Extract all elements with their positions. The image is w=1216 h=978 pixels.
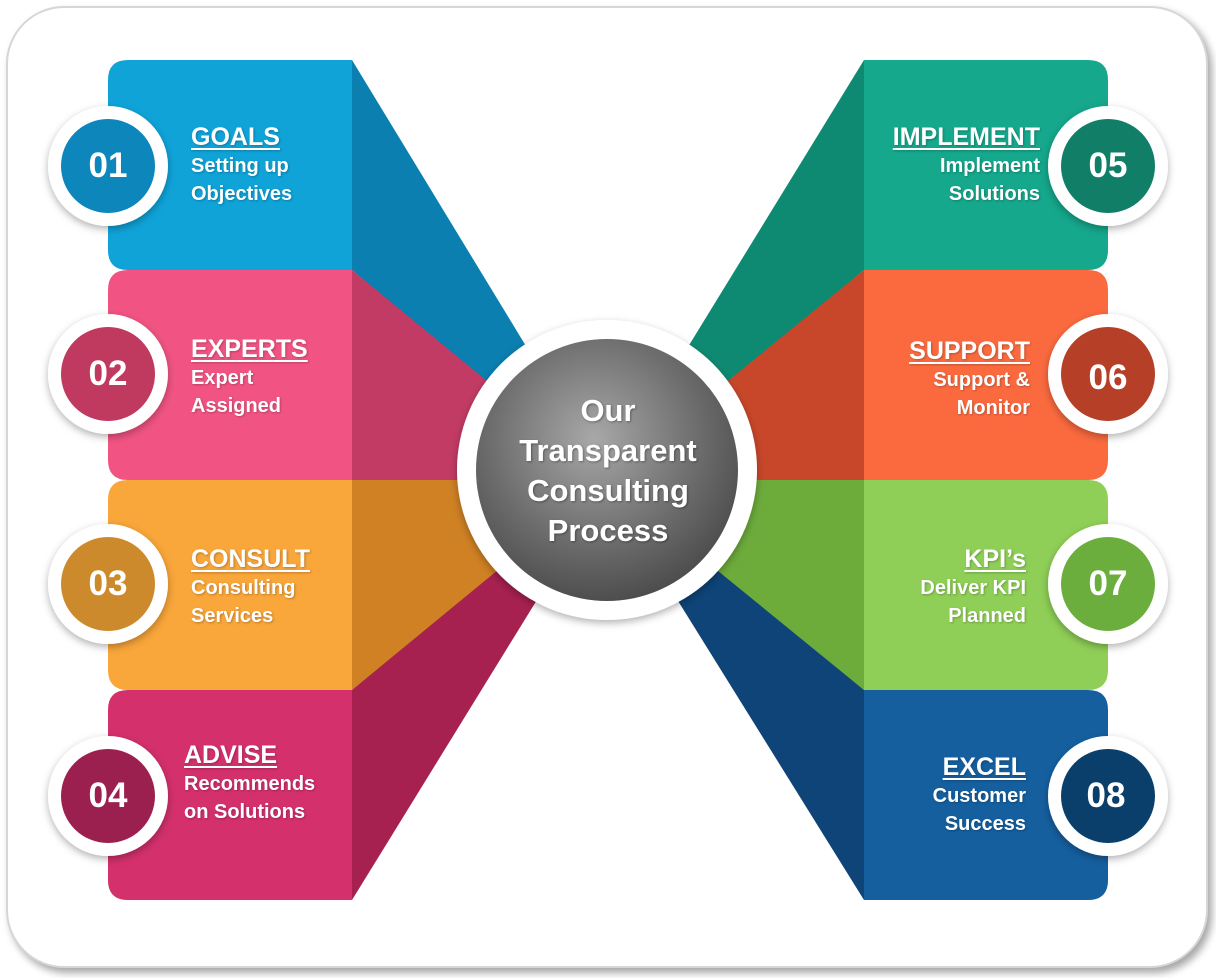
number-circle — [1061, 749, 1155, 843]
step-label-implement: IMPLEMENT Implement Solutions — [893, 122, 1040, 208]
step-label-experts: EXPERTS Expert Assigned — [191, 334, 308, 420]
step-band-right — [864, 270, 1108, 480]
step-desc: Success — [944, 813, 1026, 835]
step-title: EXCEL — [942, 753, 1026, 781]
step-title: CONSULT — [191, 545, 310, 573]
step-band-left — [108, 480, 352, 690]
step-desc: Deliver KPI — [920, 577, 1026, 599]
step-desc: Objectives — [191, 183, 293, 205]
step-number-05: 05 — [1088, 146, 1128, 185]
number-circle — [1061, 327, 1155, 421]
center-line: Process — [547, 513, 669, 548]
step-desc: Consulting — [191, 577, 296, 599]
step-label-support: SUPPORT Support & Monitor — [909, 336, 1030, 422]
number-circle — [61, 327, 155, 421]
center-title: Our Transparent Consulting Process — [478, 386, 738, 556]
step-label-excel: EXCEL Customer Success — [933, 752, 1026, 838]
step-title: KPI’s — [964, 545, 1026, 573]
step-label-consult: CONSULT Consulting Services — [191, 544, 310, 630]
center-line: Transparent — [519, 433, 697, 468]
step-desc: Planned — [948, 605, 1026, 627]
step-band-right — [864, 480, 1108, 690]
step-number-03: 03 — [88, 564, 128, 603]
number-circle — [61, 119, 155, 213]
step-desc: Support & — [933, 369, 1030, 391]
step-desc: Services — [191, 605, 274, 627]
step-desc: Recommends — [184, 773, 316, 795]
step-title: GOALS — [191, 123, 280, 151]
step-desc: Customer — [932, 785, 1026, 807]
step-desc: Solutions — [948, 183, 1040, 205]
number-circle — [61, 749, 155, 843]
step-desc: Assigned — [191, 395, 282, 417]
step-desc: Implement — [939, 155, 1040, 177]
step-number-07: 07 — [1088, 564, 1128, 603]
step-band-side-right — [637, 505, 864, 900]
step-band-left — [108, 270, 352, 480]
number-circle — [61, 537, 155, 631]
step-number-01: 01 — [88, 146, 128, 185]
step-band-left — [108, 690, 352, 900]
step-number-08: 08 — [1086, 776, 1126, 815]
step-band-right — [864, 690, 1108, 900]
number-circle — [1061, 119, 1155, 213]
step-title: EXPERTS — [191, 335, 308, 363]
step-band-left — [108, 60, 352, 270]
step-label-kpis: KPI’s Deliver KPI Planned — [920, 544, 1026, 630]
step-label-goals: GOALS Setting up Objectives — [191, 122, 292, 208]
step-desc: Expert — [191, 367, 254, 389]
step-title: SUPPORT — [909, 337, 1030, 365]
step-desc: Monitor — [956, 397, 1030, 419]
step-number-04: 04 — [88, 776, 128, 815]
number-circle — [1061, 537, 1155, 631]
step-band-right — [864, 60, 1108, 270]
step-title: IMPLEMENT — [892, 123, 1040, 151]
step-number-06: 06 — [1088, 358, 1128, 397]
hub-circle — [476, 339, 738, 601]
step-desc: Setting up — [191, 155, 289, 177]
center-line: Our — [580, 393, 636, 428]
step-label-advise: ADVISE Recommends on Solutions — [184, 740, 315, 826]
center-line: Consulting — [527, 473, 689, 508]
step-desc: on Solutions — [184, 801, 306, 823]
step-title: ADVISE — [184, 741, 278, 769]
step-band-side-left — [352, 505, 577, 900]
step-number-02: 02 — [88, 354, 128, 393]
